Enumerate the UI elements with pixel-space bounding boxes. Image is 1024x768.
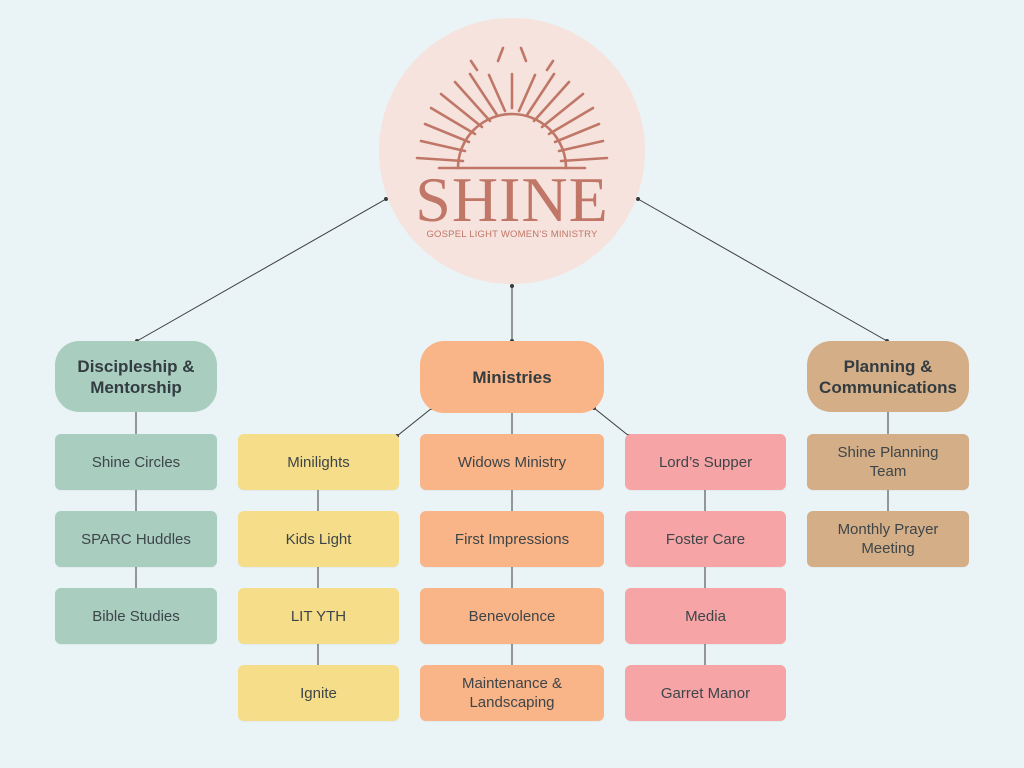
node-widows-ministry: Widows Ministry xyxy=(420,434,604,490)
ministries-title: Ministries xyxy=(472,367,552,387)
node-label: Bible Studies xyxy=(92,607,180,625)
node-foster-care: Foster Care xyxy=(625,511,786,567)
node-first-impressions: First Impressions xyxy=(420,511,604,567)
node-shine-planning-team: Shine Planning Team xyxy=(807,434,969,490)
discipleship-title: Discipleship & Mentorship xyxy=(77,356,195,397)
node-sparc-huddles: SPARC Huddles xyxy=(55,511,217,567)
connector-ministries-care xyxy=(592,406,631,438)
node-maintenance-landscaping: Maintenance & Landscaping xyxy=(420,665,604,721)
node-label: Minilights xyxy=(287,453,350,471)
node-bible-studies: Bible Studies xyxy=(55,588,217,644)
node-label: Ignite xyxy=(300,684,337,702)
planning-header: Planning & Communications xyxy=(807,341,969,412)
sunrise-icon xyxy=(415,46,609,170)
node-shine-circles: Shine Circles xyxy=(55,434,217,490)
node-label: Widows Ministry xyxy=(457,453,567,471)
discipleship-header: Discipleship & Mentorship xyxy=(55,341,217,412)
node-label: Foster Care xyxy=(665,530,746,548)
node-label: LIT YTH xyxy=(290,607,347,625)
node-ignite: Ignite xyxy=(238,665,399,721)
planning-title: Planning & Communications xyxy=(819,356,957,397)
node-label: Shine Planning Team xyxy=(837,444,939,480)
connector-logo-discipleship xyxy=(135,197,388,343)
node-label: Kids Light xyxy=(285,530,352,548)
node-label: Lord’s Supper xyxy=(658,453,753,471)
node-label: Monthly Prayer Meeting xyxy=(837,521,939,557)
shine-logo: SHINE GOSPEL LIGHT WOMEN'S MINISTRY xyxy=(379,18,645,284)
node-media: Media xyxy=(625,588,786,644)
node-label: First Impressions xyxy=(454,530,570,548)
node-minilights: Minilights xyxy=(238,434,399,490)
node-label: Shine Circles xyxy=(91,453,181,471)
node-kids-light: Kids Light xyxy=(238,511,399,567)
node-label: Maintenance & Landscaping xyxy=(461,675,563,711)
node-monthly-prayer-meeting: Monthly Prayer Meeting xyxy=(807,511,969,567)
connector-ministries-kids xyxy=(395,406,434,438)
node-label: SPARC Huddles xyxy=(81,530,191,548)
logo-wordmark: SHINE xyxy=(415,164,609,235)
node-lit-yth: LIT YTH xyxy=(238,588,399,644)
node-lords-supper: Lord’s Supper xyxy=(625,434,786,490)
logo-subtitle: GOSPEL LIGHT WOMEN'S MINISTRY xyxy=(426,229,598,240)
node-label: Benevolence xyxy=(468,607,556,625)
node-label: Media xyxy=(685,607,726,625)
ministries-header: Ministries xyxy=(420,341,604,413)
connector-logo-planning xyxy=(636,197,889,343)
node-garret-manor: Garret Manor xyxy=(625,665,786,721)
node-benevolence: Benevolence xyxy=(420,588,604,644)
node-label: Garret Manor xyxy=(660,684,751,702)
